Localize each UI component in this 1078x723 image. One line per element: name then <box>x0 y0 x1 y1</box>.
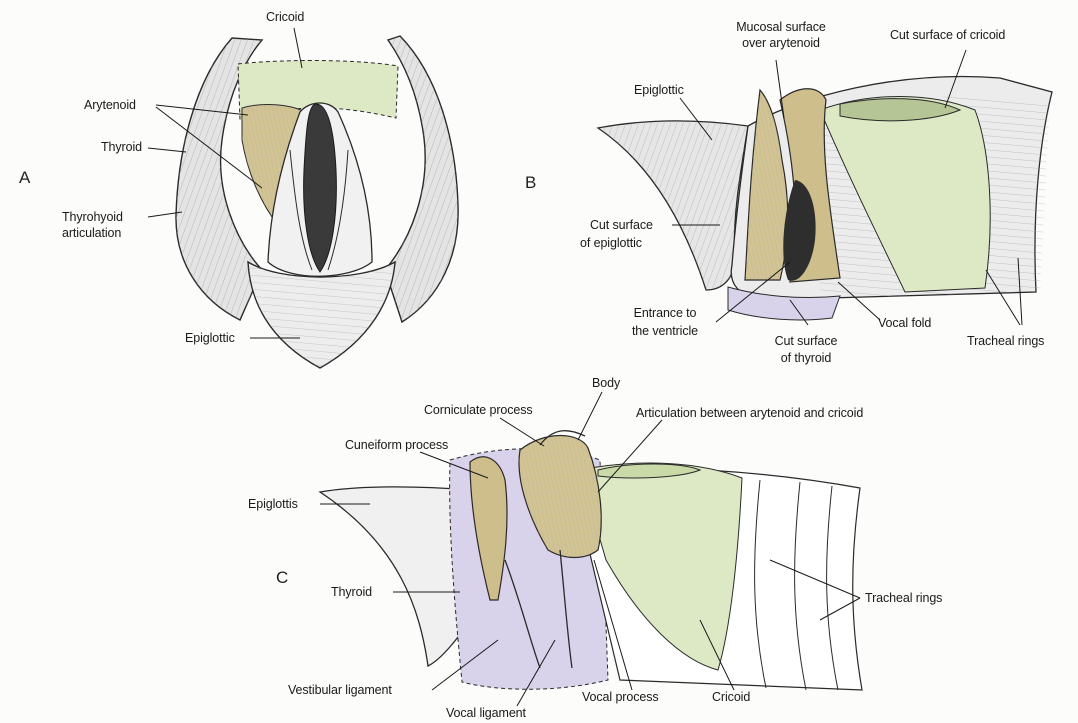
panel-c-letter: C <box>276 568 288 588</box>
panel-a-drawing <box>176 36 458 368</box>
label-a-thyrohyoid-2: articulation <box>62 226 121 240</box>
label-c-cuneiform: Cuneiform process <box>345 438 448 452</box>
panel-a-letter: A <box>19 168 30 188</box>
label-c-corniculate: Corniculate process <box>424 403 533 417</box>
label-c-vocal-process: Vocal process <box>582 690 659 704</box>
label-b-cut-thyroid-2: of thyroid <box>756 351 856 365</box>
label-b-mucosal-2: over arytenoid <box>716 36 846 50</box>
label-b-entrance-1: Entrance to <box>610 306 720 320</box>
label-b-tracheal-rings: Tracheal rings <box>967 334 1044 348</box>
label-c-vocal-ligament: Vocal ligament <box>446 706 526 720</box>
label-b-epiglottic: Epiglottic <box>634 83 684 97</box>
label-b-cut-epiglottic-2: of epiglottic <box>580 236 642 250</box>
panel-b-drawing <box>598 77 1052 320</box>
label-b-entrance-2: the ventricle <box>610 324 720 338</box>
label-c-articulation: Articulation between arytenoid and crico… <box>636 406 863 420</box>
label-c-body: Body <box>592 376 620 390</box>
label-a-thyroid: Thyroid <box>101 140 142 154</box>
label-a-thyrohyoid-1: Thyrohyoid <box>62 210 123 224</box>
label-a-epiglottic: Epiglottic <box>185 331 235 345</box>
label-b-cut-cricoid: Cut surface of cricoid <box>890 28 1005 42</box>
label-a-arytenoid: Arytenoid <box>84 98 136 112</box>
panel-b-letter: B <box>525 173 536 193</box>
label-b-cut-thyroid-1: Cut surface <box>756 334 856 348</box>
label-c-epiglottis: Epiglottis <box>248 497 298 511</box>
label-b-vocal-fold: Vocal fold <box>878 316 931 330</box>
panel-c-drawing <box>320 431 862 690</box>
label-c-tracheal-rings: Tracheal rings <box>865 591 942 605</box>
label-b-mucosal-1: Mucosal surface <box>716 20 846 34</box>
label-a-cricoid: Cricoid <box>266 10 304 24</box>
label-c-thyroid: Thyroid <box>331 585 372 599</box>
label-c-cricoid: Cricoid <box>712 690 750 704</box>
label-b-cut-epiglottic-1: Cut surface <box>590 218 653 232</box>
label-c-vestibular: Vestibular ligament <box>288 683 392 697</box>
